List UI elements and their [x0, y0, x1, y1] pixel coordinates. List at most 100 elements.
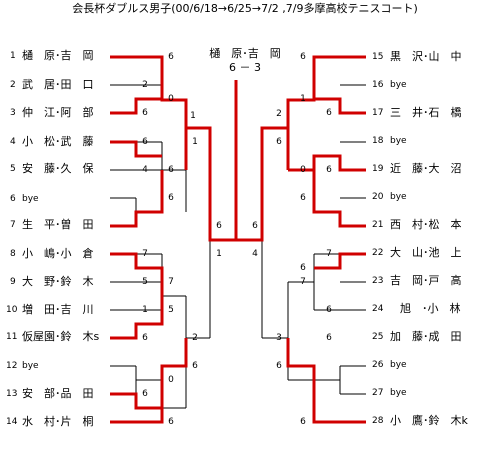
- entry-name: 安 藤･久 保: [22, 162, 94, 175]
- entry-number: 28: [372, 416, 384, 426]
- entry-number: 24: [372, 304, 384, 314]
- score: 0: [300, 165, 306, 175]
- score: 4: [142, 165, 148, 175]
- score: 6: [300, 417, 306, 427]
- score: 6: [300, 52, 306, 62]
- entry-name: bye: [390, 388, 407, 398]
- score: 6: [300, 263, 306, 273]
- score: 6: [192, 361, 198, 371]
- entry-number: 12: [6, 361, 18, 371]
- entry-name: 樋 原･吉 岡: [22, 49, 94, 62]
- score: 6: [142, 333, 148, 343]
- entry-number: 11: [6, 332, 18, 342]
- score: 2: [276, 109, 282, 119]
- champion-name: 樋 原･吉 岡: [209, 47, 281, 60]
- score: 7: [326, 249, 332, 259]
- entry-name: bye: [22, 361, 39, 371]
- entry-number: 16: [372, 80, 384, 90]
- entry-number: 22: [372, 248, 384, 258]
- entry-name: 増 田･吉 川: [22, 303, 94, 316]
- entry-name: 西 村･松 本: [390, 218, 462, 231]
- score: 1: [216, 249, 222, 259]
- score: 4: [252, 249, 258, 259]
- entry-name: bye: [390, 136, 407, 146]
- entry-number: 1: [10, 51, 16, 61]
- entry-name: 武 居･田 口: [22, 78, 94, 91]
- score: 6: [326, 333, 332, 343]
- entry-name: 大 山･池 上: [390, 246, 462, 259]
- entry-number: 20: [372, 192, 384, 202]
- entry-number: 5: [10, 164, 16, 174]
- final-score: 6 － 3: [229, 61, 261, 74]
- entry-name: 生 平･曽 田: [22, 218, 94, 231]
- score: 6: [216, 221, 222, 231]
- score: 7: [142, 249, 148, 259]
- entry-number: 23: [372, 276, 384, 286]
- entry-number: 27: [372, 388, 384, 398]
- entry-name: 安 部･品 田: [22, 387, 94, 400]
- score: 6: [142, 137, 148, 147]
- score: 6: [168, 165, 174, 175]
- score: 6: [276, 137, 282, 147]
- score: 6: [326, 108, 332, 118]
- score: 6: [142, 389, 148, 399]
- entry-name: bye: [390, 192, 407, 202]
- entry-name: bye: [390, 80, 407, 90]
- entry-name: 黒 沢･山 中: [390, 50, 462, 63]
- page-title: 会長杯ダブルス男子(00/6/18→6/25→7/2 ,7/9多摩高校テニスコー…: [72, 2, 418, 15]
- score: 3: [276, 333, 282, 343]
- entry-name: 仲 江･阿 部: [22, 106, 94, 119]
- score: 6: [168, 417, 174, 427]
- score: 7: [168, 277, 174, 287]
- score: 0: [168, 94, 174, 104]
- entry-name: 加 藤･成 田: [390, 330, 462, 343]
- entry-number: 10: [6, 305, 18, 315]
- score: 1: [300, 94, 306, 104]
- score: 6: [326, 305, 332, 315]
- score: 6: [300, 193, 306, 203]
- score: 6: [326, 165, 332, 175]
- entry-name: 大 野･鈴 木: [22, 275, 94, 288]
- entry-number: 4: [10, 137, 16, 147]
- score: 5: [142, 277, 148, 287]
- score: 2: [142, 80, 148, 90]
- entry-name: 旭 ･小 林: [400, 302, 461, 315]
- entry-number: 3: [10, 108, 16, 118]
- entry-number: 21: [372, 220, 384, 230]
- entry-name: bye: [22, 194, 39, 204]
- score: 7: [300, 277, 306, 287]
- score: 6: [252, 221, 258, 231]
- entry-name: 小 嶋･小 倉: [22, 247, 94, 260]
- entry-number: 6: [10, 194, 16, 204]
- entry-number: 18: [372, 136, 384, 146]
- score: 6: [168, 52, 174, 62]
- entry-number: 26: [372, 360, 384, 370]
- entry-name: 仮屋園･鈴 木s: [22, 330, 100, 343]
- score: 6: [168, 193, 174, 203]
- entry-number: 14: [6, 417, 18, 427]
- entry-number: 7: [10, 220, 16, 230]
- entry-name: 三 井･石 橋: [390, 106, 462, 119]
- score: 5: [168, 305, 174, 315]
- entry-name: 吉 岡･戸 高: [390, 274, 462, 287]
- entry-number: 19: [372, 164, 384, 174]
- entry-number: 17: [372, 108, 384, 118]
- score: 6: [276, 361, 282, 371]
- score: 1: [192, 137, 198, 147]
- entry-number: 15: [372, 52, 384, 62]
- entry-name: 水 村･片 桐: [22, 415, 94, 428]
- entry-number: 2: [10, 80, 16, 90]
- score: 1: [142, 305, 148, 315]
- entry-number: 25: [372, 332, 384, 342]
- score: 1: [190, 111, 196, 121]
- entry-number: 8: [10, 249, 16, 259]
- entry-name: 近 藤･大 沼: [390, 162, 462, 175]
- entry-number: 9: [10, 277, 16, 287]
- score: 2: [192, 333, 198, 343]
- entry-name: 小 鷹･鈴 木k: [390, 414, 468, 427]
- entry-name: 小 松･武 藤: [22, 135, 94, 148]
- score: 6: [142, 108, 148, 118]
- score: 0: [168, 375, 174, 385]
